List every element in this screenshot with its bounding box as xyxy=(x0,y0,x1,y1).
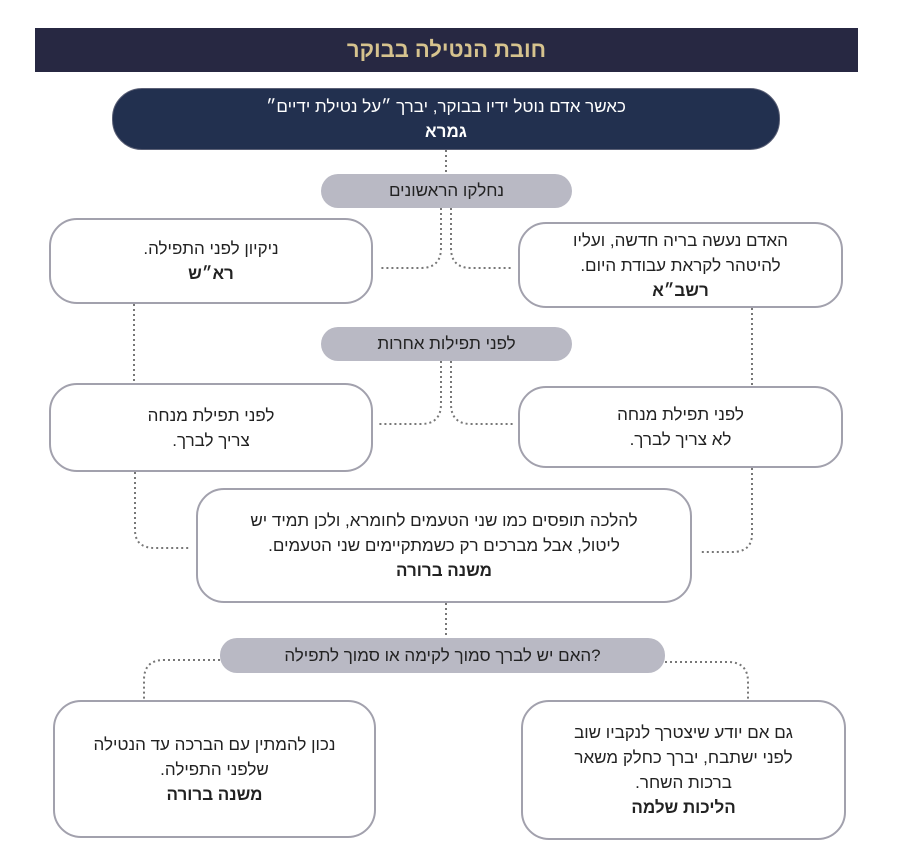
box-text: צריך לברך. xyxy=(172,430,250,450)
box-source: משנה ברורה xyxy=(166,784,263,804)
box-halichot-shlomo: גם אם יודע שיצטרך לנקביו שוב לפני ישתבח,… xyxy=(521,700,846,840)
box-mishna-brura: נכון להמתין עם הברכה עד הנטילה שלפני התפ… xyxy=(53,700,376,838)
box-text: לפני ישתבח, יברך כחלק משאר xyxy=(574,748,793,767)
box-text: גם אם יודע שיצטרך לנקביו שוב xyxy=(574,723,793,742)
connector xyxy=(134,472,190,549)
box-source: הליכות שלמה xyxy=(631,798,736,817)
box-source: רא״ש xyxy=(188,264,234,283)
box-text: שלפני התפילה. xyxy=(160,759,269,779)
box-rashba: האדם נעשה בריה חדשה, ועליו להיטהר לקראת … xyxy=(518,222,843,308)
question-pill-1: נחלקו הראשונים xyxy=(321,174,572,208)
page-title: חובת הנטילה בבוקר xyxy=(346,37,547,62)
box-text: לפני תפילת מנחה xyxy=(617,405,744,424)
box-text: להלכה תופסים כמו שני הטעמים לחומרא, ולכן… xyxy=(250,511,638,530)
box-text: האדם נעשה בריה חדשה, ועליו xyxy=(573,230,788,250)
box-right-2: לפני תפילת מנחה לא צריך לברך. xyxy=(518,386,843,468)
connector xyxy=(378,361,442,425)
box-text: ליטול, אבל מברכים רק כשמתקיימים שני הטעמ… xyxy=(268,536,620,555)
connector xyxy=(700,468,753,553)
title-bar: חובת הנטילה בבוקר xyxy=(35,28,858,72)
connector xyxy=(450,361,513,425)
connector xyxy=(665,661,749,700)
box-source: גמרא xyxy=(425,122,467,141)
box-text: לא צריך לברך. xyxy=(629,430,732,449)
box-halacha: להלכה תופסים כמו שני הטעמים לחומרא, ולכן… xyxy=(196,488,692,603)
box-text: ברכות השחר. xyxy=(635,773,732,792)
connector xyxy=(143,659,220,700)
question-pill-2: לפני תפילות אחרות xyxy=(321,327,572,361)
box-left-2: לפני תפילת מנחה צריך לברך. xyxy=(49,383,373,472)
box-text: לפני תפילת מנחה xyxy=(147,405,275,425)
top-box: כאשר אדם נוטל ידיו בבוקר, יברך ״על נטילת… xyxy=(112,88,780,150)
connector xyxy=(380,208,442,269)
box-source: משנה ברורה xyxy=(396,561,492,580)
connector xyxy=(450,208,513,269)
question-pill-3: האם יש לברך סמוך לקימה או סמוך לתפילה? xyxy=(220,638,665,673)
box-source: רשב״א xyxy=(652,280,709,300)
box-text: ניקיון לפני התפילה. xyxy=(143,239,279,258)
box-text: להיטהר לקראת עבודת היום. xyxy=(580,255,781,275)
box-text: נכון להמתין עם הברכה עד הנטילה xyxy=(93,734,336,754)
box-text: כאשר אדם נוטל ידיו בבוקר, יברך ״על נטילת… xyxy=(266,97,626,116)
box-rosh: ניקיון לפני התפילה. רא״ש xyxy=(49,218,373,304)
